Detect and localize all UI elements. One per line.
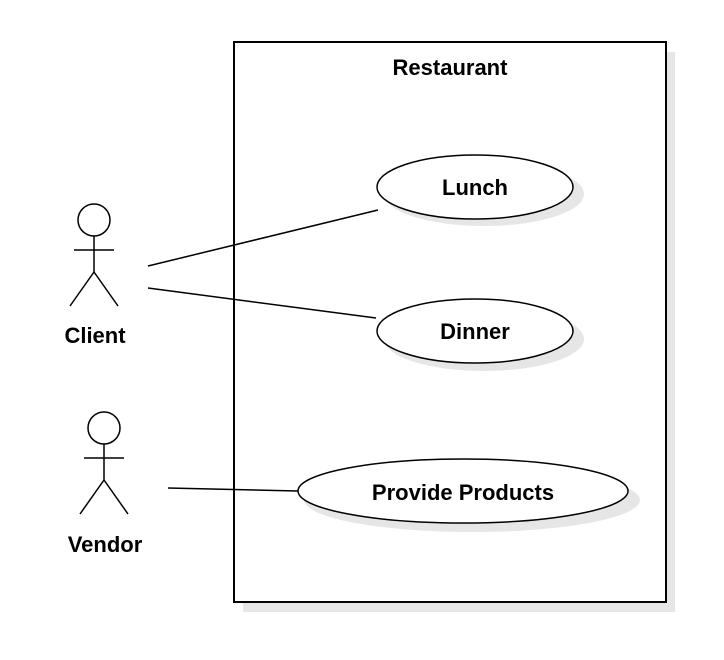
actor-client-label: Client [64, 323, 126, 348]
use-case-dinner-label: Dinner [440, 319, 510, 344]
actor-vendor-label: Vendor [68, 532, 143, 557]
use-case-lunch-ellipse [376, 154, 574, 220]
association-client-lunch [147, 209, 379, 267]
use-case-provide-products-ellipse [297, 458, 629, 524]
association-client-dinner [147, 287, 377, 319]
use-case-lunch-label: Lunch [442, 175, 508, 200]
stick-figure-icon [79, 411, 129, 515]
use-case-dinner: Dinner [376, 298, 584, 371]
actor-client: Client [64, 203, 126, 348]
stick-figure-icon [69, 203, 119, 307]
association-vendor-provide-products [167, 487, 299, 492]
associations [147, 209, 379, 492]
actor-vendor: Vendor [68, 411, 143, 557]
use-case-provide-products-label: Provide Products [372, 480, 554, 505]
use-case-provide-products: Provide Products [297, 458, 640, 532]
use-case-lunch: Lunch [376, 154, 584, 226]
use-case-dinner-ellipse [376, 298, 574, 364]
system-title: Restaurant [393, 55, 509, 80]
